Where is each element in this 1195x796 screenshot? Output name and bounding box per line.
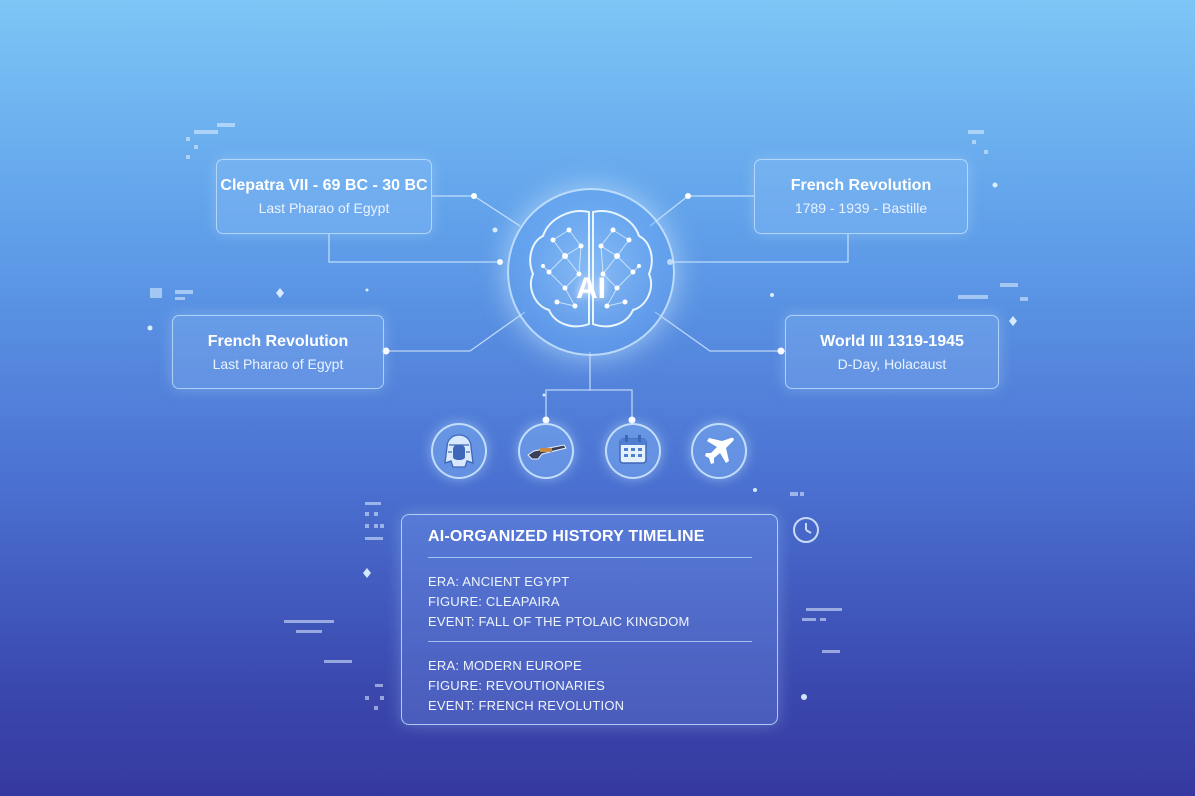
event-card-cleopatra[interactable]: Clepatra VII - 69 BC - 30 BC Last Pharao… xyxy=(216,159,432,234)
timeline-title: AI-ORGANIZED HISTORY TIMELINE xyxy=(428,528,705,545)
timeline-era: ERA: MODERN EUROPE xyxy=(428,658,582,673)
card-subtitle: D-Day, Holacaust xyxy=(837,355,947,372)
card-subtitle: 1789 - 1939 - Bastille xyxy=(794,200,928,216)
decorative-dashes xyxy=(150,123,1028,710)
card-subtitle: Last Pharao of Egypt xyxy=(258,200,390,216)
divider xyxy=(428,641,752,642)
ai-brain-hub[interactable]: AI xyxy=(507,188,675,356)
rifle-icon-button[interactable] xyxy=(518,423,574,479)
timeline-era: ERA: ANCIENT EGYPT xyxy=(428,574,570,589)
airplane-icon-button[interactable] xyxy=(691,423,747,479)
timeline-event: EVENT: FALL OF THE PTOLAIC KINGDOM xyxy=(428,614,690,629)
card-title: World III 1319-1945 xyxy=(820,332,964,350)
timeline-event: EVENT: FRENCH REVOLUTION xyxy=(428,698,625,713)
calendar-icon-button[interactable] xyxy=(605,423,661,479)
ai-label: AI xyxy=(576,272,606,305)
airplane-icon xyxy=(705,437,734,464)
card-title: French Revolution xyxy=(790,177,932,194)
divider xyxy=(428,557,752,558)
event-card-french-revolution-top[interactable]: French Revolution 1789 - 1939 - Bastille xyxy=(754,159,968,234)
card-title: Clepatra VII - 69 BC - 30 BC xyxy=(220,177,428,194)
event-card-french-revolution-left[interactable]: French Revolution Last Pharao of Egypt xyxy=(172,315,384,389)
pharaoh-icon xyxy=(444,434,474,468)
rifle-icon xyxy=(527,444,567,460)
card-subtitle: Last Pharao of Egypt xyxy=(212,355,344,372)
card-title: French Revolution xyxy=(207,332,349,350)
history-timeline-panel: AI-ORGANIZED HISTORY TIMELINE ERA: ANCIE… xyxy=(401,514,778,725)
event-card-world-war[interactable]: World III 1319-1945 D-Day, Holacaust xyxy=(785,315,999,389)
clock-icon xyxy=(793,517,819,543)
sparkles xyxy=(147,182,1017,700)
calendar-icon xyxy=(619,435,647,464)
pharaoh-icon-button[interactable] xyxy=(431,423,487,479)
timeline-figure: FIGURE: REVOUTIONARIES xyxy=(428,678,606,693)
timeline-figure: FIGURE: CLEAPAIRA xyxy=(428,594,560,609)
brain-network-icon xyxy=(529,210,653,328)
